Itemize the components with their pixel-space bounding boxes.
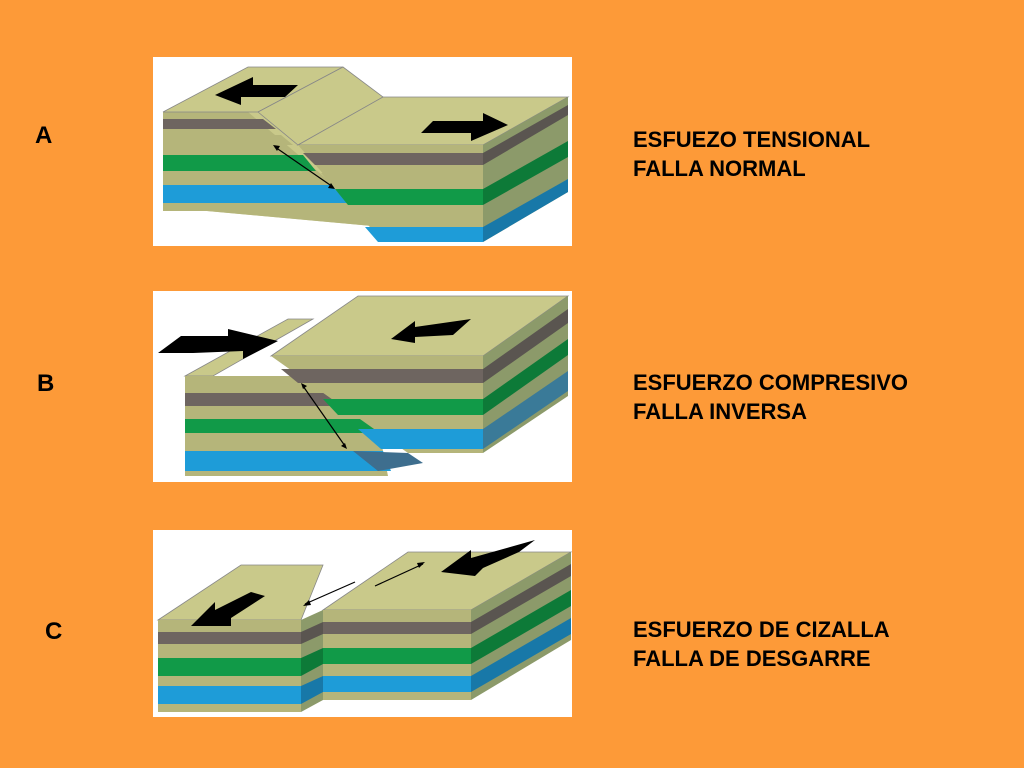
- caption-a-line1: ESFUEZO TENSIONAL: [633, 127, 871, 152]
- caption-b-line2: FALLA INVERSA: [633, 399, 807, 424]
- caption-b: ESFUERZO COMPRESIVO FALLA INVERSA: [633, 368, 908, 426]
- caption-a: ESFUEZO TENSIONAL FALLA NORMAL: [633, 125, 870, 183]
- label-a: A: [35, 122, 53, 149]
- strike-slip-fault-diagram: [153, 530, 572, 717]
- caption-a-line2: FALLA NORMAL: [633, 156, 806, 181]
- reverse-fault-diagram: [153, 291, 572, 482]
- label-b: B: [37, 370, 55, 397]
- label-c: C: [45, 618, 63, 645]
- caption-b-line1: ESFUERZO COMPRESIVO: [633, 370, 909, 395]
- caption-c-line1: ESFUERZO DE CIZALLA: [633, 617, 890, 642]
- caption-c-line2: FALLA DE DESGARRE: [633, 646, 871, 671]
- caption-c: ESFUERZO DE CIZALLA FALLA DE DESGARRE: [633, 615, 890, 673]
- normal-fault-diagram: [153, 57, 572, 246]
